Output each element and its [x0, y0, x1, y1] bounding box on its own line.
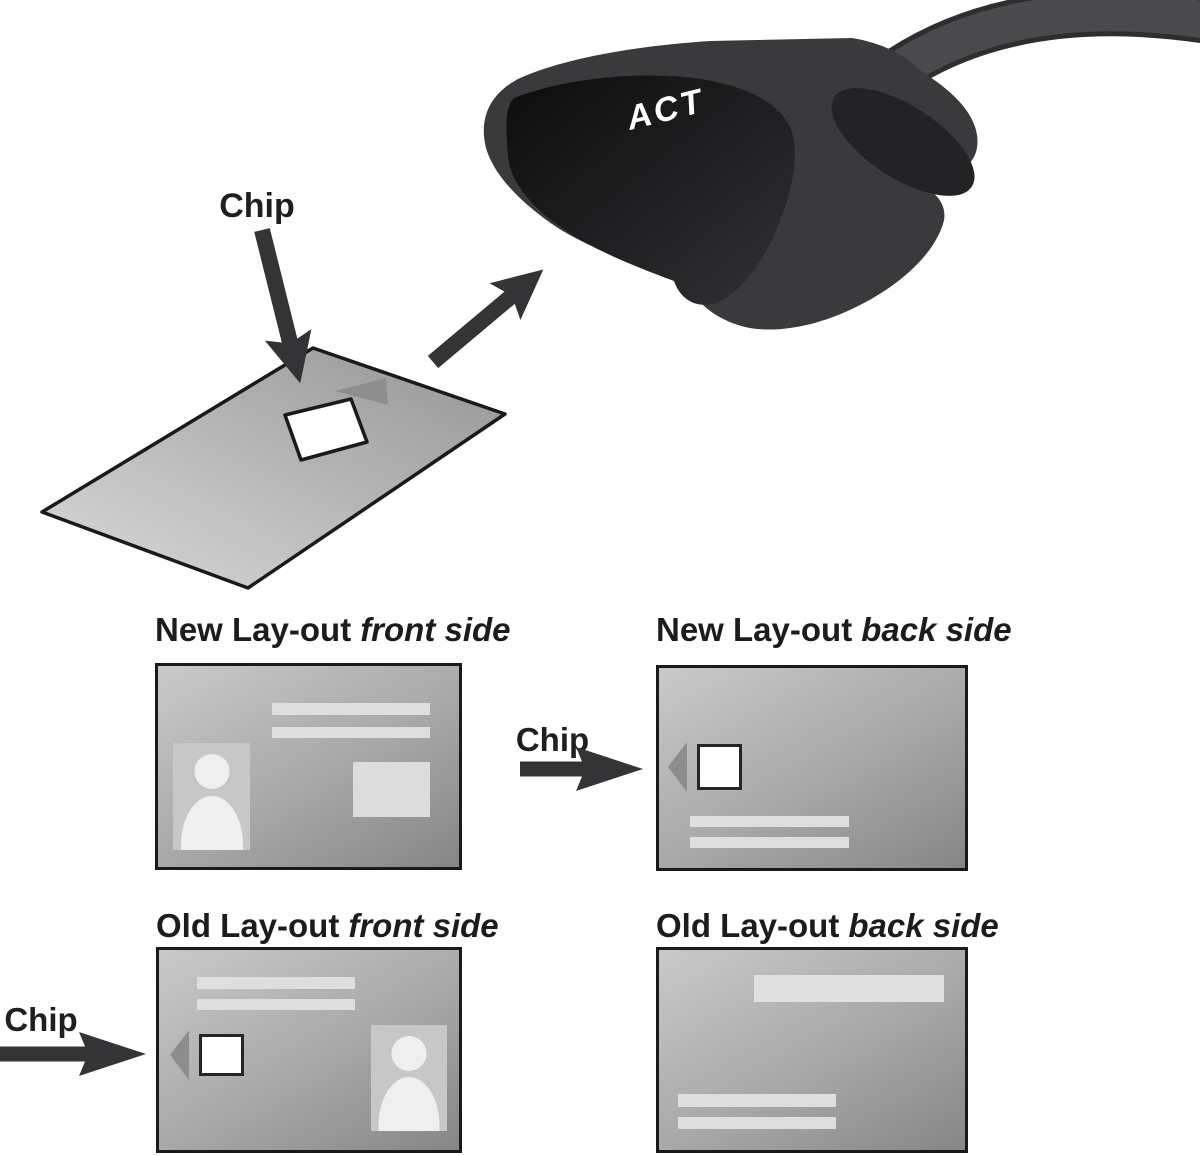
text-line-bar — [678, 1117, 836, 1129]
text-line-bar — [197, 977, 355, 989]
chip-label-top: Chip — [219, 187, 295, 225]
chip-pointer-arrow — [254, 228, 312, 384]
title-old-front-italic: front side — [348, 907, 499, 944]
card-new-front — [155, 663, 462, 870]
card-slot-opening — [506, 75, 795, 305]
chip-label-new-back: Chip — [515, 721, 590, 758]
title-old-back-bold: Old Lay-out — [656, 907, 840, 944]
photo-placeholder — [173, 743, 250, 850]
chip-arrow-new-back — [520, 747, 643, 791]
chip-label-old-front: Chip — [4, 1001, 78, 1038]
photo-placeholder — [371, 1025, 447, 1131]
person-head — [194, 754, 229, 789]
reader-side-cutout — [831, 88, 975, 196]
title-new-front-bold: New Lay-out — [155, 611, 352, 648]
cable — [866, 0, 1200, 100]
chip-arrow-old-front — [0, 1032, 146, 1076]
card-old-front — [156, 947, 462, 1153]
text-line-bar — [690, 816, 849, 827]
reader-illustration: ACT Chip — [40, 0, 1200, 590]
wide-text-bar — [754, 975, 944, 1002]
text-line-bar — [272, 727, 430, 738]
text-line-bar — [272, 703, 430, 715]
person-torso — [180, 796, 243, 850]
title-old-back-italic: back side — [848, 907, 999, 944]
chip-square — [697, 744, 742, 790]
chip-direction-triangle — [668, 742, 687, 792]
chip-direction-triangle — [170, 1030, 189, 1080]
signature-box — [353, 762, 430, 817]
title-new-back-italic: back side — [861, 611, 1012, 648]
card-old-back — [656, 947, 968, 1153]
title-new-back-bold: New Lay-out — [656, 611, 853, 648]
tilted-card — [40, 346, 507, 590]
title-new-front-italic: front side — [360, 611, 511, 648]
card-new-back — [656, 665, 968, 871]
title-old-front-bold: Old Lay-out — [156, 907, 340, 944]
person-torso — [378, 1077, 440, 1131]
insert-direction-arrow — [427, 269, 544, 369]
person-head — [391, 1036, 427, 1071]
card-print-triangle — [335, 378, 388, 405]
text-line-bar — [678, 1094, 836, 1107]
card-chip — [283, 397, 369, 462]
text-line-bar — [197, 999, 355, 1010]
chip-square — [199, 1034, 244, 1076]
text-line-bar — [690, 837, 849, 848]
